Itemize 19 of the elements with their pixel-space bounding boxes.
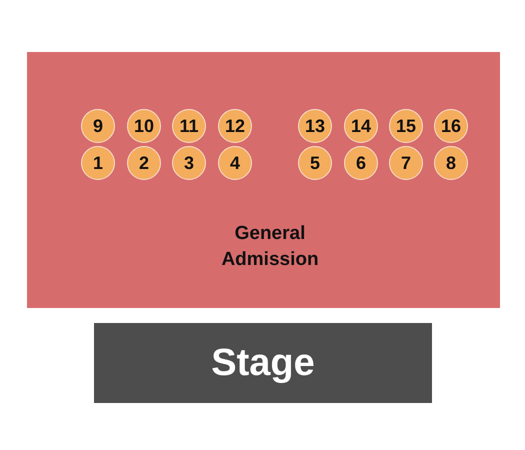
table-marker: 6: [344, 146, 378, 180]
area-label: General Admission: [220, 222, 320, 272]
table-marker: 8: [434, 146, 468, 180]
table-marker: 9: [81, 109, 115, 143]
table-marker: 15: [389, 109, 423, 143]
table-marker: 4: [218, 146, 252, 180]
table-marker: 13: [298, 109, 332, 143]
stage: Stage: [94, 323, 432, 403]
table-marker: 7: [389, 146, 423, 180]
table-marker: 10: [127, 109, 161, 143]
table-marker: 5: [298, 146, 332, 180]
table-marker: 11: [172, 109, 206, 143]
general-admission-area: [27, 52, 500, 308]
table-marker: 12: [218, 109, 252, 143]
table-marker: 14: [344, 109, 378, 143]
table-marker: 3: [172, 146, 206, 180]
table-marker: 16: [434, 109, 468, 143]
table-marker: 2: [127, 146, 161, 180]
table-marker: 1: [81, 146, 115, 180]
